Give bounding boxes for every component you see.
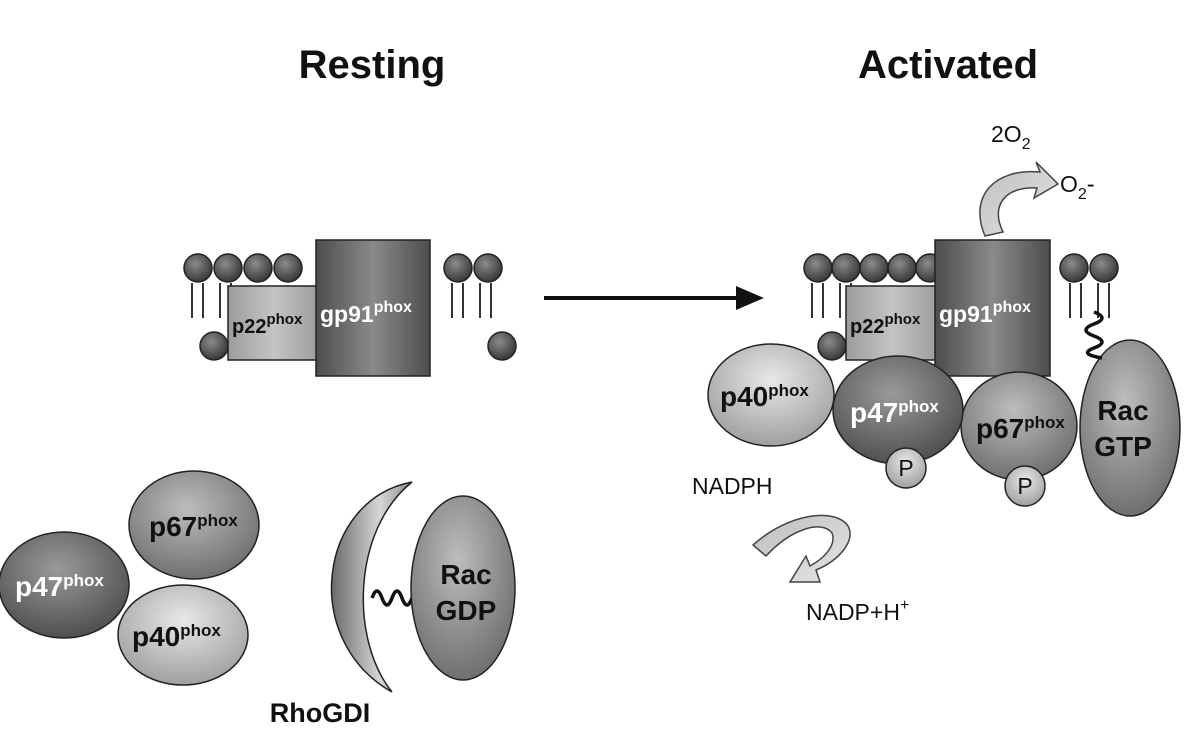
nadph-curved-arrow [751,514,851,583]
membrane-resting: p22phox gp91phox [183,239,517,377]
phosphate-label-p67: P [1017,473,1032,499]
superoxide-label: O2- [1060,171,1095,203]
cytosolic-complex-resting: p67phox p47phox p40phox [0,470,260,686]
p40phox-activated [707,343,835,447]
rac-gtp-activated [1079,339,1181,517]
lipid-tails-resting [191,283,492,318]
activation-arrow [544,286,764,310]
p47phox-label-resting: p47phox [15,571,104,602]
rac-label-activated: Rac [1097,395,1148,426]
p22phox-label-resting: p22phox [232,311,303,338]
p47phox-label-activated: p47phox [850,397,939,428]
superoxide-reaction: 2O2 O2- [979,121,1095,237]
gdp-label: GDP [436,595,497,626]
gtp-label: GTP [1094,431,1152,462]
superoxide-curved-arrow [979,161,1060,237]
p67phox-resting [128,470,260,580]
lipid-tails-activated [811,283,1110,318]
rhogdi-rac-complex: Rac GDP RhoGDI [270,481,516,728]
p22phox-subunit-resting [227,285,321,361]
rac-membrane-anchor [1084,310,1104,360]
rac-gdp-resting [410,495,516,681]
title-resting: Resting [299,43,446,87]
rhogdi-linker-squiggle [370,589,414,607]
lipid-heads-top-activated [803,253,1119,283]
p40phox-label-resting: p40phox [132,621,221,652]
rac-label-resting: Rac [440,559,491,590]
phosphate-label-p47: P [898,455,913,481]
phosphate-p47 [885,447,927,489]
nadp-label: NADP+H+ [806,597,909,625]
lipid-heads-bottom-activated [817,331,847,361]
dioxygen-label: 2O2 [991,121,1031,153]
p22phox-label-activated: p22phox [850,311,921,338]
nadph-label: NADPH [692,473,773,499]
p47phox-resting [0,531,130,639]
gp91phox-subunit-resting [315,239,431,377]
title-activated: Activated [858,43,1038,87]
membrane-activated: p22phox gp91phox [803,239,1119,377]
gp91phox-label-activated: gp91phox [939,299,1031,327]
cytosolic-complex-activated: Rac GTP p67phox p47phox p40phox P P [707,310,1181,517]
p40phox-label-activated: p40phox [720,381,809,412]
phosphate-p67 [1004,465,1046,507]
p67phox-label-resting: p67phox [149,511,238,542]
nadph-reaction: NADPH NADP+H+ [692,473,909,625]
gp91phox-label-resting: gp91phox [320,299,412,327]
p67phox-label-activated: p67phox [976,413,1065,444]
rhogdi-crescent [330,481,413,693]
rhogdi-label: RhoGDI [270,698,371,728]
p22phox-subunit-activated [845,285,939,361]
gp91phox-subunit-activated [934,239,1051,377]
p40phox-resting [117,584,249,686]
lipid-heads-top-resting [183,253,503,283]
